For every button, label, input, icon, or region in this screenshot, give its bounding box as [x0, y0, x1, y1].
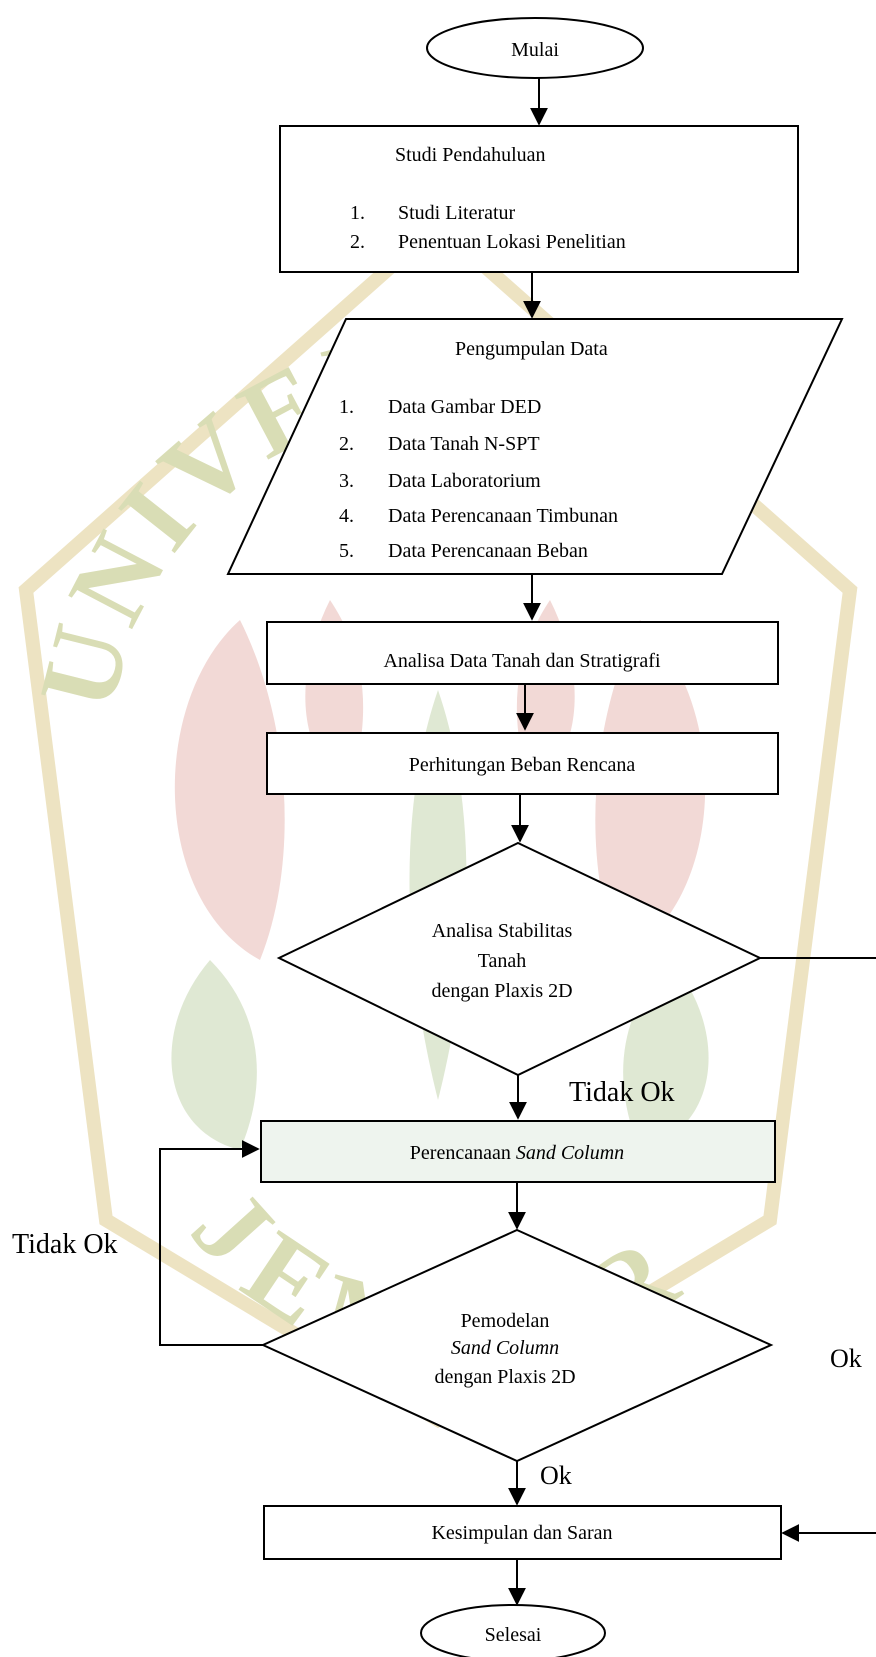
perencanaan-label: Perencanaan Sand Column	[410, 1142, 624, 1164]
studi-title: Studi Pendahuluan	[395, 144, 546, 166]
pengumpulan-title: Pengumpulan Data	[455, 338, 608, 360]
studi-item-2: Penentuan Lokasi Penelitian	[398, 231, 626, 253]
pengumpulan-item-3: Data Laboratorium	[388, 470, 541, 492]
analisa-data-label: Analisa Data Tanah dan Stratigrafi	[383, 650, 660, 672]
loop-pemodelan-to-perencanaan	[159, 1140, 263, 1346]
pengumpulan-item-1: Data Gambar DED	[388, 396, 541, 418]
pemodelan-line-3: dengan Plaxis 2D	[434, 1366, 575, 1388]
kesimpulan-label: Kesimpulan dan Saran	[431, 1522, 612, 1544]
pengumpulan-num-5: 5.	[339, 540, 354, 562]
studi-item-1: Studi Literatur	[398, 202, 516, 224]
kesimpulan-box	[263, 1505, 782, 1560]
pengumpulan-item-4: Data Perencanaan Timbunan	[388, 505, 618, 527]
stabilitas-line-2: Tanah	[478, 950, 527, 972]
pengumpulan-item-2: Data Tanah N-SPT	[388, 433, 540, 455]
stabilitas-line-1: Analisa Stabilitas	[432, 920, 573, 942]
end-terminal	[420, 1604, 606, 1657]
pengumpulan-num-3: 3.	[339, 470, 354, 492]
pengumpulan-num-4: 4.	[339, 505, 354, 527]
pengumpulan-num-2: 2.	[339, 433, 354, 455]
pemodelan-line-2: Sand Column	[451, 1337, 559, 1359]
perencanaan-italic: Sand Column	[516, 1142, 624, 1164]
start-terminal	[426, 17, 644, 79]
label-ok-bottom: Ok	[540, 1461, 572, 1490]
perencanaan-prefix: Perencanaan	[410, 1142, 516, 1164]
pemodelan-line-1: Pemodelan	[461, 1310, 550, 1332]
perhitungan-box	[266, 732, 779, 795]
watermark-green-leaf-left	[171, 960, 257, 1150]
studi-num-1: 1.	[350, 202, 365, 224]
label-tidak-ok-1: Tidak Ok	[569, 1077, 675, 1108]
analisa-data-box	[266, 621, 779, 685]
perhitungan-label: Perhitungan Beban Rencana	[409, 754, 636, 776]
end-label: Selesai	[485, 1624, 542, 1646]
pengumpulan-data-box	[226, 318, 844, 575]
pengumpulan-item-5: Data Perencanaan Beban	[388, 540, 588, 562]
studi-num-2: 2.	[350, 231, 365, 253]
pengumpulan-num-1: 1.	[339, 396, 354, 418]
stabilitas-line-3: dengan Plaxis 2D	[431, 980, 572, 1002]
label-ok-right: Ok	[830, 1344, 862, 1373]
label-tidak-ok-2: Tidak Ok	[12, 1229, 118, 1260]
studi-pendahuluan-box	[279, 125, 799, 273]
watermark-leaf-left	[174, 620, 285, 960]
start-label: Mulai	[511, 39, 559, 61]
